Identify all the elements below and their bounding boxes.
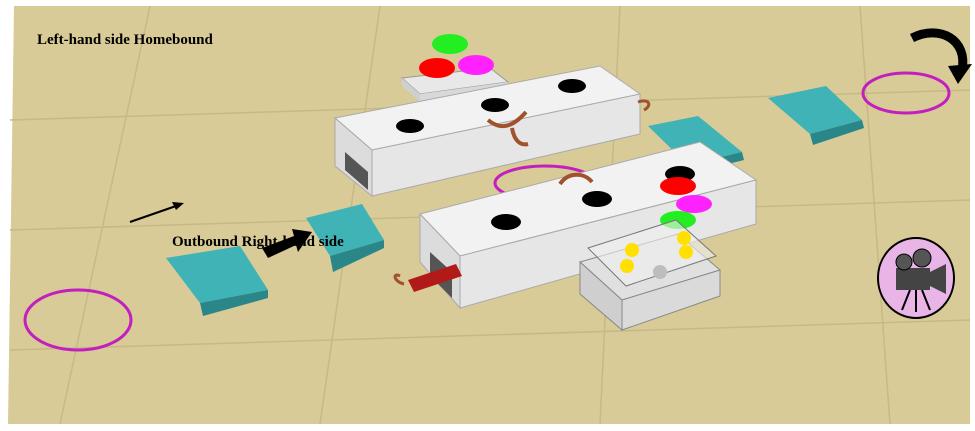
rotate-arrow-icon[interactable]	[909, 28, 972, 84]
rope	[558, 172, 594, 186]
arrow-icon	[262, 229, 312, 258]
target-ring-right	[861, 71, 951, 115]
magenta-disc	[676, 195, 712, 213]
green-disc	[432, 34, 468, 54]
label-left-homebound: Left-hand side Homebound	[37, 32, 213, 48]
hole	[582, 191, 612, 207]
hole	[396, 119, 424, 133]
tunnel-box-back	[333, 65, 651, 198]
label-outbound-right: Outbound Right-hand side	[172, 234, 344, 250]
magenta-disc	[458, 55, 494, 75]
red-disc	[660, 177, 696, 195]
yellow-ball	[620, 259, 634, 273]
yellow-ball	[677, 231, 691, 245]
grey-ball	[653, 265, 667, 279]
umbrella	[393, 264, 462, 292]
movie-camera-icon[interactable]	[877, 237, 955, 319]
target-ring-left	[23, 288, 133, 352]
red-disc	[419, 58, 455, 78]
rope	[486, 110, 529, 147]
teal-pad-1	[166, 246, 268, 316]
yellow-ball	[679, 245, 693, 259]
teal-pad-2	[306, 204, 384, 272]
yellow-ball	[625, 243, 639, 257]
rope	[637, 99, 651, 112]
ball-tray-front	[578, 219, 722, 332]
teal-pad-4	[768, 86, 864, 145]
arrow-icon	[129, 202, 184, 223]
hole	[481, 98, 509, 112]
hole	[558, 79, 586, 93]
hole	[491, 214, 521, 230]
